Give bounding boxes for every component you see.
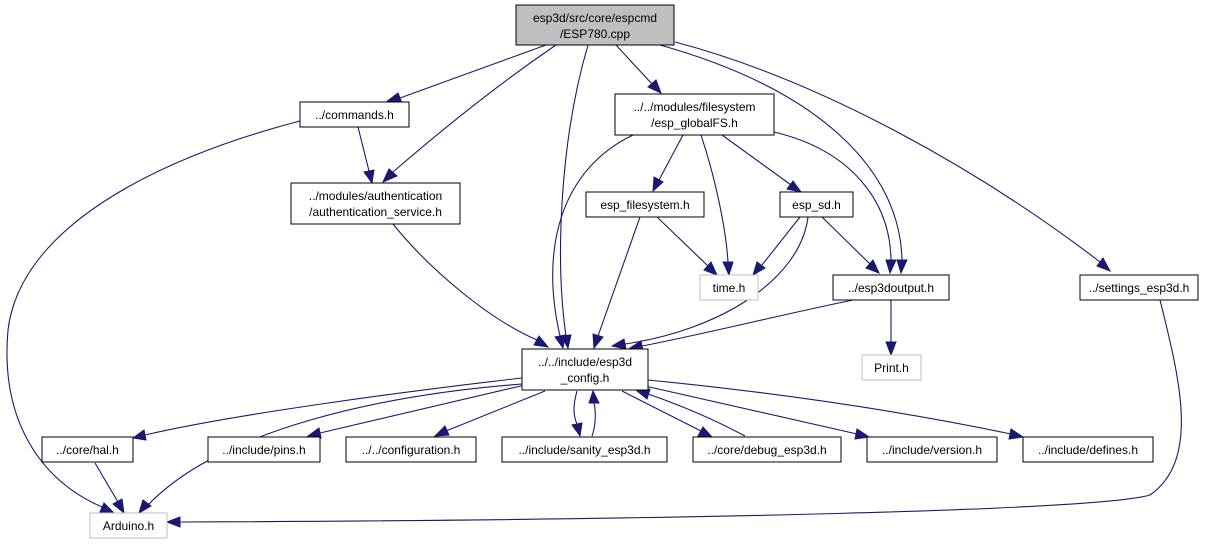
node-defines-label: ../include/defines.h: [1038, 443, 1138, 457]
edge-espsd-time: [752, 216, 801, 277]
edge-sanity-config: [588, 389, 600, 437]
node-auth[interactable]: ../modules/authentication /authenticatio…: [290, 182, 461, 225]
edge-output-config: [628, 299, 854, 352]
edge-espfs-config: [592, 216, 641, 350]
node-sanity-label: ../include/sanity_esp3d.h: [518, 443, 650, 457]
node-time-label: time.h: [713, 281, 746, 295]
node-time[interactable]: time.h: [699, 274, 759, 301]
node-commands[interactable]: ../commands.h: [299, 101, 410, 128]
node-espfs[interactable]: esp_filesystem.h: [585, 191, 705, 218]
edge-espfs-time: [656, 216, 718, 276]
node-commands-label: ../commands.h: [315, 108, 394, 122]
edge-globalfs-espsd: [721, 134, 803, 193]
edge-output-print: [885, 300, 897, 357]
node-print[interactable]: Print.h: [861, 354, 922, 381]
node-config-line-2: _config.h: [560, 371, 610, 385]
node-settings[interactable]: ../settings_esp3d.h: [1079, 274, 1199, 301]
node-sanity[interactable]: ../include/sanity_esp3d.h: [501, 436, 668, 463]
edge-globalfs-espfs: [652, 134, 684, 193]
node-espsd[interactable]: esp_sd.h: [779, 191, 854, 218]
node-arduino[interactable]: Arduino.h: [89, 512, 168, 539]
edge-root-output: [659, 44, 908, 275]
node-globalfs-line-1: ../../modules/filesystem: [633, 100, 755, 114]
node-root-line-1: esp3d/src/core/espcmd: [533, 11, 657, 25]
edge-globalfs-time: [700, 134, 734, 277]
node-configuration[interactable]: ../../configuration.h: [345, 436, 477, 463]
edge-config-sanity: [571, 390, 583, 438]
edge-espsd-output: [821, 216, 880, 274]
node-globalfs-line-2: /esp_globalFS.h: [651, 116, 738, 130]
node-hal[interactable]: ../core/hal.h: [41, 436, 134, 463]
node-pins-label: ../include/pins.h: [222, 443, 305, 457]
edge-root-settings: [674, 41, 1112, 272]
node-pins[interactable]: ../include/pins.h: [207, 436, 321, 463]
node-arduino-label: Arduino.h: [103, 519, 154, 533]
node-espfs-label: esp_filesystem.h: [600, 198, 689, 212]
edge-config-version: [644, 385, 871, 440]
node-config-line-1: ../../include/esp3d: [538, 355, 632, 369]
edge-config-hal: [131, 377, 523, 441]
edge-globalfs-output: [773, 131, 897, 275]
node-print-label: Print.h: [874, 361, 909, 375]
edge-root-config: [560, 44, 589, 350]
edge-config-defines: [647, 379, 1025, 440]
edge-root-commands: [384, 44, 547, 104]
node-config[interactable]: ../../include/esp3d _config.h: [521, 348, 649, 391]
nodes: esp3d/src/core/espcmd /ESP780.cpp ../com…: [41, 4, 1199, 539]
node-auth-line-2: /authentication_service.h: [309, 205, 442, 219]
node-globalfs[interactable]: ../../modules/filesystem /esp_globalFS.h: [614, 93, 775, 136]
node-output-label: ../esp3doutput.h: [848, 281, 934, 295]
edge-commands-auth: [357, 126, 375, 185]
node-hal-label: ../core/hal.h: [56, 443, 119, 457]
edge-root-auth: [382, 44, 557, 183]
edge-settings-arduino: [165, 299, 1182, 528]
node-root-line-2: /ESP780.cpp: [560, 27, 630, 41]
node-debug[interactable]: ../core/debug_esp3d.h: [692, 436, 842, 463]
node-defines[interactable]: ../include/defines.h: [1022, 436, 1154, 463]
node-version-label: ../include/version.h: [882, 443, 982, 457]
edge-globalfs-config: [552, 134, 634, 350]
node-settings-label: ../settings_esp3d.h: [1089, 281, 1190, 295]
node-espsd-label: esp_sd.h: [792, 198, 841, 212]
node-version[interactable]: ../include/version.h: [866, 436, 998, 463]
edge-auth-config: [392, 223, 550, 348]
node-debug-label: ../core/debug_esp3d.h: [707, 443, 826, 457]
node-configuration-label: ../../configuration.h: [362, 443, 461, 457]
edge-config-configuration: [433, 390, 546, 437]
edge-root-globalfs: [615, 44, 662, 94]
edge-hal-arduino: [94, 462, 125, 515]
edge-config-arduino: [138, 383, 523, 515]
node-output[interactable]: ../esp3doutput.h: [832, 274, 950, 301]
node-root[interactable]: esp3d/src/core/espcmd /ESP780.cpp: [515, 4, 675, 46]
node-auth-line-1: ../modules/authentication: [309, 189, 442, 203]
